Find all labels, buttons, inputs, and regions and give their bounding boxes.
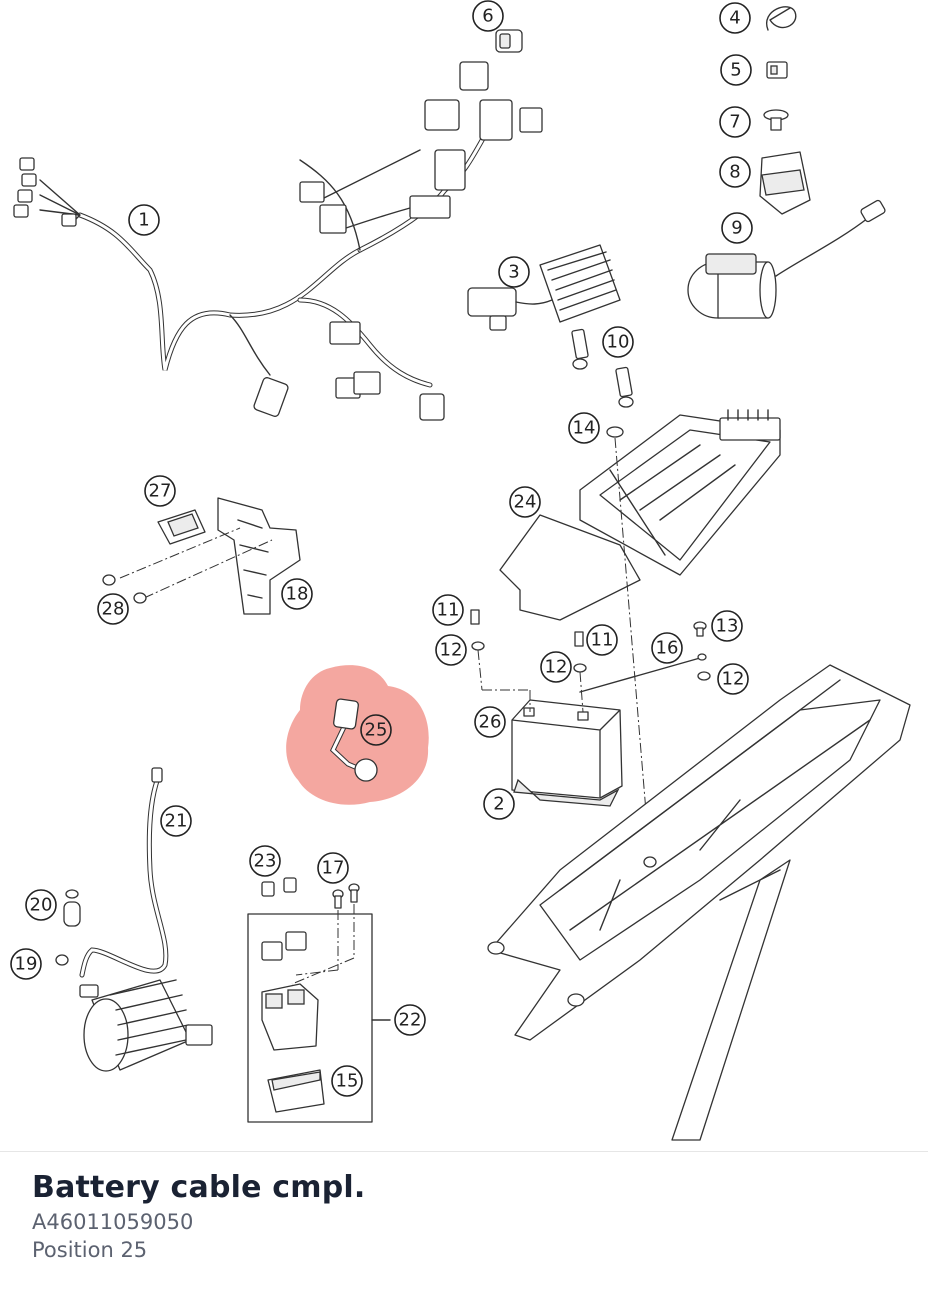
relay-cover-part-15[interactable] <box>267 1069 325 1113</box>
callout-label: 13 <box>716 616 739 637</box>
callout-label: 16 <box>656 638 679 659</box>
callout-label: 18 <box>286 584 309 605</box>
callout-label: 19 <box>15 954 38 975</box>
callout-20[interactable]: 20 <box>25 889 57 921</box>
callout-23[interactable]: 23 <box>249 845 281 877</box>
callout-2[interactable]: 2 <box>483 788 515 820</box>
callout-label: 25 <box>365 720 388 741</box>
callout-8[interactable]: 8 <box>719 156 751 188</box>
battery-holder-part-24[interactable] <box>499 409 781 621</box>
callout-11-left[interactable]: 11 <box>432 594 464 626</box>
push-rivet-part-7[interactable] <box>763 109 789 131</box>
callout-21[interactable]: 21 <box>160 805 192 837</box>
voltage-regulator-part-3[interactable] <box>467 244 621 331</box>
battery-cable-highlight[interactable] <box>286 665 429 805</box>
callout-label: 6 <box>482 6 493 27</box>
selected-part-panel: Battery cable cmpl. A46011059050 Positio… <box>0 1152 928 1290</box>
screw-part-14[interactable] <box>606 426 651 861</box>
relay <box>261 983 319 1051</box>
callout-label: 7 <box>729 112 740 133</box>
callout-7[interactable]: 7 <box>719 106 751 138</box>
cable-tie-part-4[interactable] <box>765 6 797 31</box>
panel-divider <box>0 1151 928 1152</box>
callout-26[interactable]: 26 <box>474 706 506 738</box>
callout-label: 12 <box>545 657 568 678</box>
callout-25-selected[interactable]: 25 <box>360 714 392 746</box>
callout-label: 10 <box>607 332 630 353</box>
callout-label: 23 <box>254 851 277 872</box>
screw-part-13[interactable] <box>693 621 707 637</box>
callout-label: 11 <box>591 630 614 651</box>
nut-part-19[interactable] <box>55 954 69 966</box>
cap-part-20[interactable] <box>63 889 81 927</box>
callout-13[interactable]: 13 <box>711 610 743 642</box>
screws-part-17[interactable] <box>291 883 360 985</box>
part-title: Battery cable cmpl. <box>32 1170 366 1205</box>
callout-label: 12 <box>440 640 463 661</box>
callout-label: 2 <box>493 794 504 815</box>
callout-label: 8 <box>729 162 740 183</box>
part-number: A46011059050 <box>32 1210 194 1234</box>
callout-5[interactable]: 5 <box>720 54 752 86</box>
callout-label: 22 <box>399 1010 422 1031</box>
callout-9[interactable]: 9 <box>721 212 753 244</box>
rear-subframe <box>487 664 911 1141</box>
callout-4[interactable]: 4 <box>719 2 751 34</box>
callout-24[interactable]: 24 <box>509 486 541 518</box>
battery-bolts-part-11-12[interactable] <box>470 609 711 713</box>
callout-14[interactable]: 14 <box>568 412 600 444</box>
wiring-harness-part-1[interactable] <box>13 61 543 421</box>
connector-part-27[interactable] <box>119 509 273 599</box>
callout-12-center[interactable]: 12 <box>540 651 572 683</box>
callout-label: 20 <box>30 895 53 916</box>
callout-label: 1 <box>138 210 149 231</box>
callout-11-right[interactable]: 11 <box>586 624 618 656</box>
fuses-part-23[interactable] <box>261 877 307 961</box>
callout-27[interactable]: 27 <box>144 475 176 507</box>
cover-part-8[interactable] <box>759 151 811 215</box>
callout-label: 21 <box>165 811 188 832</box>
bolt-part-10[interactable] <box>571 328 634 408</box>
exploded-parts-diagram: 1 2 3 4 5 6 7 8 9 10 11 11 <box>10 0 911 1141</box>
callout-label: 12 <box>722 669 745 690</box>
callout-label: 11 <box>437 600 460 621</box>
callout-6[interactable]: 6 <box>472 0 504 32</box>
callout-label: 24 <box>514 492 537 513</box>
callout-17[interactable]: 17 <box>317 852 349 884</box>
callout-label: 14 <box>573 418 596 439</box>
callout-10[interactable]: 10 <box>602 326 634 358</box>
battery-part-2[interactable] <box>511 699 623 807</box>
callout-16[interactable]: 16 <box>651 632 683 664</box>
callout-22[interactable]: 22 <box>394 1004 426 1036</box>
clip-part-5[interactable] <box>766 61 788 79</box>
callout-18[interactable]: 18 <box>281 578 313 610</box>
nut-part-28[interactable] <box>102 574 147 604</box>
starter-cable-part-21[interactable] <box>79 767 169 978</box>
callout-label: 15 <box>336 1071 359 1092</box>
callout-label: 28 <box>102 599 125 620</box>
battery-strap-part-16[interactable] <box>579 653 707 693</box>
connector-part-6[interactable] <box>495 29 523 53</box>
callout-28[interactable]: 28 <box>97 593 129 625</box>
callout-label: 26 <box>479 712 502 733</box>
callout-1[interactable]: 1 <box>128 204 160 236</box>
callout-label: 3 <box>508 262 519 283</box>
callout-19[interactable]: 19 <box>10 948 42 980</box>
callout-label: 4 <box>729 8 740 29</box>
callout-label: 27 <box>149 481 172 502</box>
callout-label: 17 <box>322 858 345 879</box>
callout-3[interactable]: 3 <box>498 256 530 288</box>
bracket-part-18[interactable] <box>217 497 301 615</box>
sensor-part-9[interactable] <box>687 199 886 319</box>
callout-12-left[interactable]: 12 <box>435 634 467 666</box>
starter-motor <box>79 979 213 1072</box>
callout-label: 5 <box>730 60 741 81</box>
callout-12-right[interactable]: 12 <box>717 663 749 695</box>
part-position: Position 25 <box>32 1238 148 1262</box>
callout-15[interactable]: 15 <box>331 1065 363 1097</box>
callout-label: 9 <box>731 218 742 239</box>
